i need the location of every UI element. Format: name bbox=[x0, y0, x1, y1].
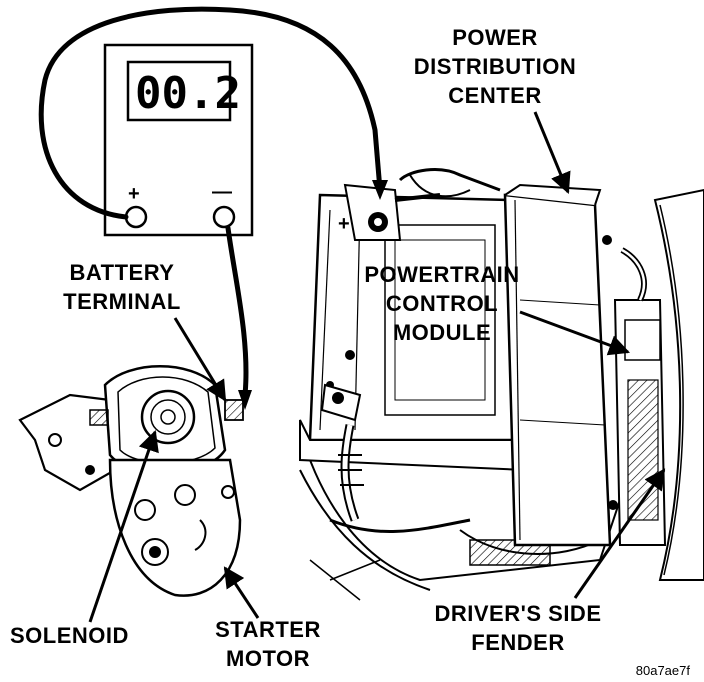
battery-negative-cable bbox=[320, 383, 364, 522]
label-starter-motor-line-2: MOTOR bbox=[226, 646, 310, 671]
engine-bay bbox=[299, 168, 621, 601]
multimeter: 00.2 + — bbox=[103, 43, 254, 237]
starter-motor bbox=[18, 365, 244, 597]
battery bbox=[299, 193, 527, 472]
leader-arrows bbox=[88, 111, 666, 623]
meter-positive-jack bbox=[124, 205, 148, 229]
label-pdc-line-2: DISTRIBUTION bbox=[414, 54, 576, 79]
meter-positive-sign: + bbox=[128, 183, 140, 205]
label-fender-line-1: DRIVER'S SIDE bbox=[435, 601, 602, 626]
meter-display: 00.2 bbox=[135, 68, 241, 119]
meter-leads bbox=[38, 6, 388, 410]
powertrain-control-module bbox=[613, 247, 667, 546]
label-pcm-line-1: POWERTRAIN bbox=[364, 262, 519, 287]
battery-plus-mark: + bbox=[338, 213, 350, 235]
label-pdc-line-3: CENTER bbox=[448, 83, 541, 108]
meter-negative-jack bbox=[212, 205, 236, 229]
label-fender-line-2: FENDER bbox=[471, 630, 564, 655]
fender bbox=[653, 188, 704, 581]
power-distribution-center bbox=[503, 183, 618, 547]
label-pcm-line-3: MODULE bbox=[393, 320, 491, 345]
label-battery-terminal: BATTERY TERMINAL bbox=[63, 260, 181, 314]
label-powertrain-control-module: POWERTRAIN CONTROL MODULE bbox=[364, 262, 519, 345]
label-pcm-line-2: CONTROL bbox=[386, 291, 498, 316]
label-battery-terminal-line-2: TERMINAL bbox=[63, 289, 181, 314]
label-solenoid: SOLENOID bbox=[10, 623, 129, 648]
label-drivers-side-fender: DRIVER'S SIDE FENDER bbox=[435, 601, 602, 655]
meter-negative-sign: — bbox=[212, 181, 232, 203]
label-power-distribution-center: POWER DISTRIBUTION CENTER bbox=[414, 25, 576, 108]
label-pdc-line-1: POWER bbox=[452, 25, 538, 50]
figure-code: 80a7ae7f bbox=[636, 663, 691, 678]
label-starter-motor: STARTER MOTOR bbox=[215, 617, 321, 671]
label-starter-motor-line-1: STARTER bbox=[215, 617, 321, 642]
label-battery-terminal-line-1: BATTERY bbox=[70, 260, 175, 285]
